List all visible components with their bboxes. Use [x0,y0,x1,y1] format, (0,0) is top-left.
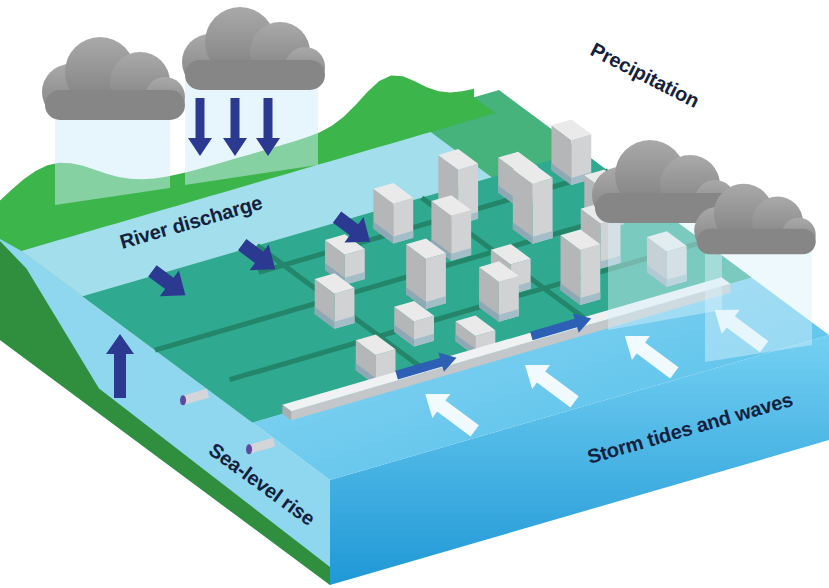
building [373,183,413,244]
building-roof [513,163,553,184]
outfall-pipe [183,393,208,400]
building-roof [479,261,519,282]
rain-arrows [188,98,280,156]
building [561,230,601,306]
driver-label: Sea-level rise [205,438,319,529]
building-waterline [451,248,471,261]
building-waterline [335,316,355,329]
building-front [345,249,365,285]
building-waterline [373,222,393,244]
building-waterline [513,222,533,244]
building-waterline [393,231,413,244]
discharge-arrow [333,212,370,243]
overtopping-arrow [395,353,456,380]
outfall-pipe [249,442,274,449]
building-waterline [551,163,571,185]
building-waterline [561,283,581,305]
building-roof [551,119,591,139]
building-roof [456,315,496,336]
pipe-outlet [246,444,252,454]
terrain-block [0,75,829,585]
building-waterline [479,300,499,322]
building-waterline [315,307,335,329]
wave-arrow [625,336,679,378]
building-waterline [580,292,600,305]
building-roof [394,301,434,322]
building-front [533,178,553,244]
wave-arrow [525,365,579,407]
building-roof [431,195,471,216]
wave-arrow [425,394,479,436]
building-roof [491,244,531,264]
building-roof [373,183,413,204]
building-front [393,198,413,244]
building-front [335,288,355,329]
cloud [182,7,325,90]
cloud [694,184,816,255]
rain-arrow [188,98,212,156]
building-waterline [499,309,519,322]
cloud-base [185,60,325,90]
building-roof [438,149,478,170]
building-front [499,276,519,322]
building [315,273,355,329]
building-roof [315,273,355,294]
driver-label: Storm tides and waves [585,388,795,468]
building-roof [561,230,601,251]
building [406,238,446,309]
rain-arrow [223,98,247,156]
rain-arrow [256,98,280,156]
building-waterline [414,334,434,347]
sea-level-arrow [106,334,134,398]
building-front [451,210,471,261]
cloud-base [697,229,816,255]
building [394,301,434,347]
building-waterline [394,325,414,347]
discharge-arrow [148,265,185,296]
sea-level-markers [106,334,274,454]
overtopping-arrow [530,313,591,340]
cloud-base [45,90,185,120]
building [513,163,553,244]
building [479,261,519,322]
building-front [426,253,446,309]
building-waterline [533,231,553,244]
discharge-arrow [238,239,275,270]
pipe-outlet [180,395,186,405]
building-roof [356,334,396,355]
building-waterline [345,272,365,285]
building-roof [406,238,446,259]
driver-label: River discharge [117,191,264,253]
driver-label: Precipitation [587,38,703,111]
building-waterline [426,296,446,309]
street [422,198,592,324]
building-front [580,244,600,305]
rain-column [705,240,812,362]
cloud [42,37,185,120]
